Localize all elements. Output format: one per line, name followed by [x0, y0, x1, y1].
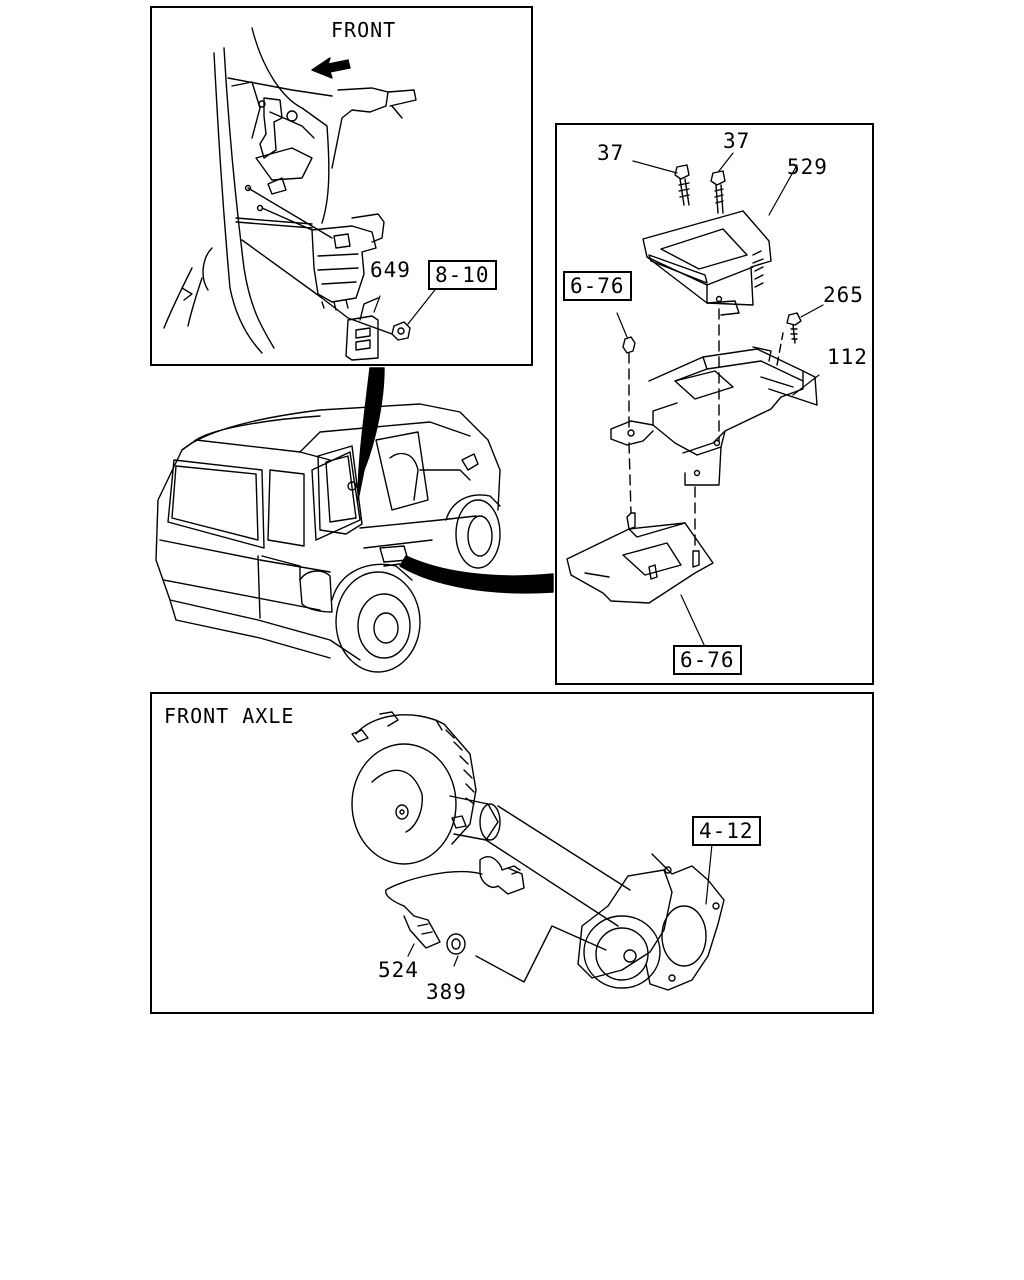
panel-interior-front: FRONT 649 8-10: [150, 6, 533, 366]
connector-arrow-a: [357, 367, 385, 501]
part-label-112: 112: [827, 345, 868, 369]
ref-box-8-10: 8-10: [428, 260, 497, 290]
panel-control-unit: 37 37 529 265 112 6-76 6-76: [555, 123, 874, 685]
part-label-524: 524: [378, 958, 419, 982]
panel-c-heading: FRONT AXLE: [164, 704, 295, 728]
front-arrow-icon: [311, 57, 351, 79]
connector-arrow-b: [399, 555, 554, 594]
part-label-389: 389: [426, 980, 467, 1004]
ref-box-6-76-upper: 6-76: [563, 271, 632, 301]
part-label-37-right: 37: [723, 129, 751, 153]
front-axle-drawing: [351, 711, 725, 991]
interior-pillar-drawing: [163, 27, 439, 361]
ref-box-4-12: 4-12: [692, 816, 761, 846]
part-label-265: 265: [823, 283, 864, 307]
ref-box-6-76-lower: 6-76: [673, 645, 742, 675]
panel-front-axle: FRONT AXLE 524 389 4-12: [150, 692, 874, 1014]
part-label-529: 529: [787, 155, 828, 179]
part-label-37-left: 37: [597, 141, 625, 165]
panel-a-heading: FRONT: [331, 18, 397, 42]
control-unit-exploded-drawing: [566, 152, 824, 648]
part-label-649: 649: [370, 258, 411, 282]
